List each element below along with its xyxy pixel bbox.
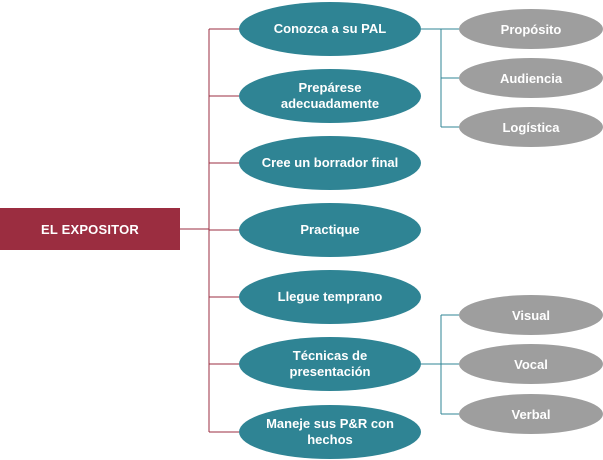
step-node-practice: Practique: [239, 203, 421, 257]
step-node-qa: Maneje sus P&R con hechos: [239, 405, 421, 459]
step-node-presentation: Técnicas de presentación: [239, 337, 421, 391]
step-node-arrive-early: Llegue temprano: [239, 270, 421, 324]
detail-node-purpose: Propósito: [459, 9, 603, 49]
step-node-draft: Cree un borrador final: [239, 136, 421, 190]
detail-node-visual: Visual: [459, 295, 603, 335]
detail-node-vocal: Vocal: [459, 344, 603, 384]
root-node: EL EXPOSITOR: [0, 208, 180, 250]
detail-node-logistics: Logística: [459, 107, 603, 147]
detail-node-audience: Audiencia: [459, 58, 603, 98]
step-node-know-pal: Conozca a su PAL: [239, 2, 421, 56]
detail-node-verbal: Verbal: [459, 394, 603, 434]
step-node-prepare: Prepárese adecuadamente: [239, 69, 421, 123]
